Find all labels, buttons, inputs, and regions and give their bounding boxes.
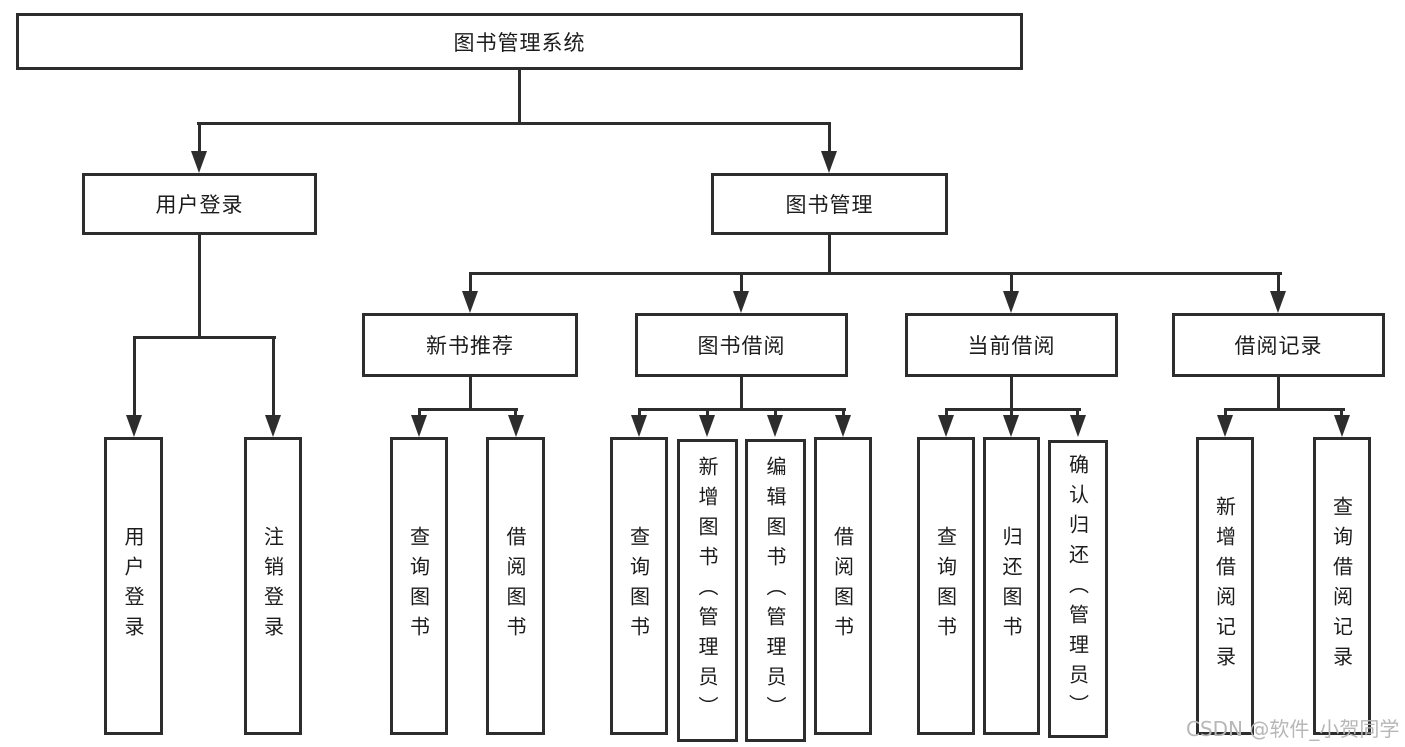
leaf-label: 借阅图书 [503, 526, 527, 646]
connector-line [518, 70, 521, 125]
leaf-label: 借阅图书 [830, 526, 855, 646]
arrow-down-icon [631, 415, 647, 437]
leaf-bb-query-book: 查询图书 [610, 437, 668, 735]
connector-line [740, 377, 743, 411]
connector-line [1224, 408, 1345, 411]
leaf-label: 查询图书 [626, 526, 651, 646]
arrow-down-icon [126, 415, 142, 437]
leaf-label: 新增图书（管理员） [695, 455, 719, 726]
leaf-label: 确认归还（管理员） [1065, 454, 1090, 724]
leaf-label: 查询借阅记录 [1329, 496, 1354, 676]
connector-line [828, 122, 831, 154]
leaf-bb-borrow-book: 借阅图书 [814, 437, 872, 735]
node-book-management: 图书管理 [711, 173, 948, 235]
node-label: 借阅记录 [1234, 334, 1323, 358]
connector-line [1010, 377, 1013, 411]
arrow-down-icon [1334, 415, 1350, 437]
leaf-br-add-record: 新增借阅记录 [1196, 437, 1254, 735]
leaf-cb-return-book: 归还图书 [983, 437, 1040, 735]
connector-line [418, 408, 518, 411]
connector-line [1076, 408, 1079, 420]
leaf-bb-add-book-admin: 新增图书（管理员） [677, 439, 738, 742]
node-book-borrow: 图书借阅 [635, 313, 848, 377]
connector-line [1340, 408, 1343, 420]
connector-line [638, 408, 846, 411]
connector-line [133, 336, 136, 417]
arrow-down-icon [699, 415, 715, 437]
node-root-system: 图书管理系统 [16, 13, 1023, 70]
leaf-label: 归还图书 [999, 526, 1023, 646]
arrow-down-icon [1270, 291, 1286, 313]
connector-line [469, 377, 472, 411]
arrow-down-icon [821, 151, 837, 173]
connector-line [774, 408, 777, 420]
connector-line [945, 408, 1081, 411]
leaf-bb-edit-book-admin: 编辑图书（管理员） [745, 439, 806, 742]
arrow-down-icon [1070, 415, 1086, 437]
connector-line [1277, 377, 1280, 411]
connector-line [1277, 272, 1280, 294]
connector-line [198, 122, 201, 154]
leaf-cb-confirm-return-admin: 确认归还（管理员） [1048, 440, 1108, 738]
leaf-label: 编辑图书（管理员） [763, 455, 787, 726]
leaf-label: 查询图书 [406, 526, 431, 646]
connector-line [945, 408, 948, 420]
leaf-rec-query-book: 查询图书 [390, 437, 448, 735]
leaf-label: 新增借阅记录 [1212, 496, 1237, 676]
node-current-borrow: 当前借阅 [905, 313, 1118, 377]
connector-line [638, 408, 641, 420]
leaf-rec-borrow-book: 借阅图书 [486, 437, 545, 735]
arrow-down-icon [1003, 415, 1019, 437]
node-label: 图书管理 [785, 193, 874, 217]
connector-line [133, 336, 276, 339]
leaf-user-login: 用户登录 [104, 437, 163, 735]
node-label: 用户登录 [155, 193, 244, 217]
connector-line [740, 272, 743, 294]
connector-line [418, 408, 421, 420]
connector-line [197, 122, 831, 125]
connector-line [828, 235, 831, 275]
connector-line [1010, 272, 1013, 294]
arrow-down-icon [411, 415, 427, 437]
arrow-down-icon [508, 415, 524, 437]
connector-line [842, 408, 845, 420]
arrow-down-icon [191, 151, 207, 173]
node-label: 新书推荐 [426, 334, 514, 358]
connector-line [1010, 408, 1013, 420]
node-label: 当前借阅 [967, 334, 1056, 358]
arrow-down-icon [835, 415, 851, 437]
arrow-down-icon [767, 415, 783, 437]
connector-line [469, 272, 1282, 275]
node-borrow-record: 借阅记录 [1172, 313, 1385, 377]
connector-line [198, 235, 201, 339]
node-label: 图书借阅 [697, 334, 786, 358]
arrow-down-icon [1217, 415, 1233, 437]
leaf-logout: 注销登录 [244, 437, 302, 735]
connector-line [272, 336, 275, 417]
arrow-down-icon [1003, 291, 1019, 313]
node-user-login: 用户登录 [82, 173, 317, 235]
arrow-down-icon [462, 291, 478, 313]
leaf-label: 用户登录 [121, 526, 145, 646]
node-label: 图书管理系统 [453, 30, 586, 55]
connector-line [706, 408, 709, 420]
node-new-book-recommend: 新书推荐 [362, 313, 578, 377]
leaf-br-query-record: 查询借阅记录 [1313, 437, 1371, 735]
connector-line [1224, 408, 1227, 420]
connector-line [514, 408, 517, 420]
connector-line [469, 272, 472, 294]
leaf-label: 注销登录 [260, 526, 285, 646]
csdn-watermark: CSDN @软件_小贺同学 [1186, 717, 1400, 741]
leaf-label: 查询图书 [933, 526, 958, 646]
arrow-down-icon [938, 415, 954, 437]
arrow-down-icon [265, 415, 281, 437]
arrow-down-icon [733, 291, 749, 313]
leaf-cb-query-book: 查询图书 [917, 437, 975, 735]
